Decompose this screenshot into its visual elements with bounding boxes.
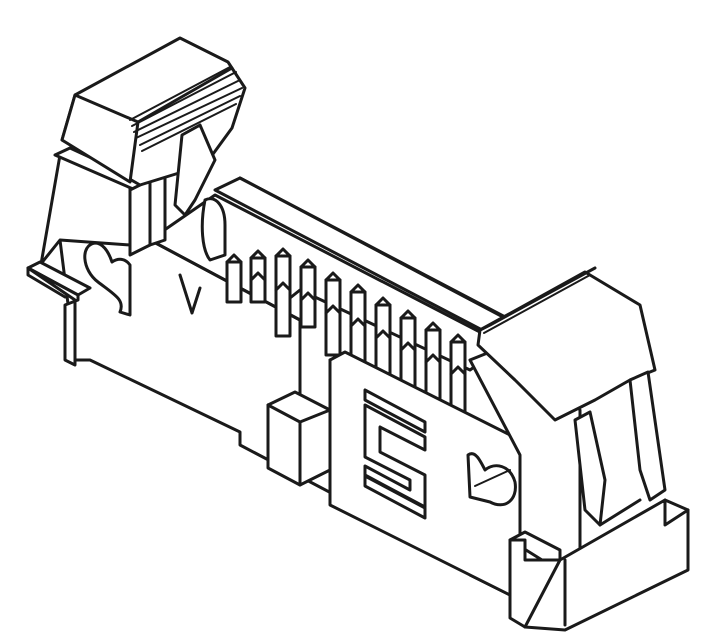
right-ejector-lever bbox=[476, 266, 667, 527]
left-foot bbox=[26, 260, 92, 367]
left-ejector-lever bbox=[60, 36, 247, 262]
s-marking bbox=[363, 388, 427, 520]
right-foot bbox=[508, 498, 690, 632]
left-keyhole bbox=[83, 241, 132, 317]
polarization-v-mark bbox=[178, 273, 202, 315]
